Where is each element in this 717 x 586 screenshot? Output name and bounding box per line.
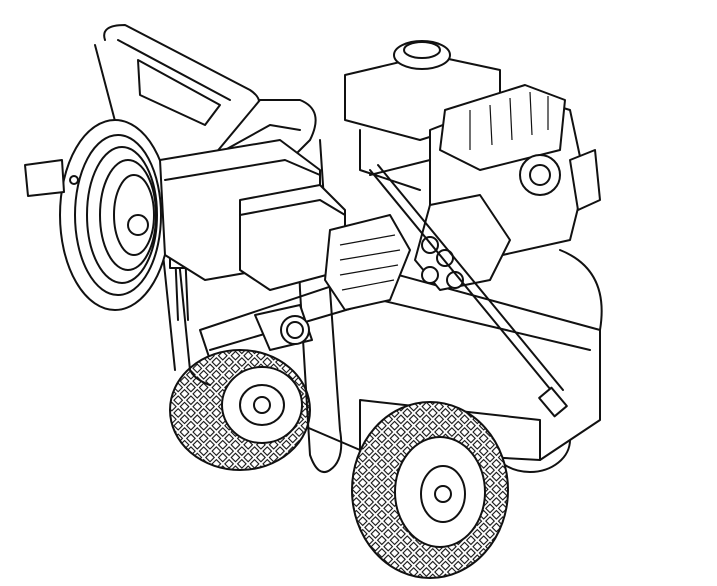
right-wheel	[351, 401, 509, 579]
hose-reel	[24, 119, 171, 311]
spray-wand[interactable]	[369, 164, 568, 418]
hub-icon	[253, 396, 271, 414]
muffler	[569, 149, 601, 211]
reel-crank-handle[interactable]	[24, 159, 65, 197]
left-wheel	[169, 349, 311, 471]
engine-crankcase	[414, 194, 511, 291]
recoil-starter[interactable]	[519, 154, 561, 196]
engine	[344, 40, 601, 291]
fuel-cap[interactable]	[393, 40, 451, 70]
handle-frame	[94, 24, 343, 474]
nozzle-tips	[421, 236, 464, 289]
hub-icon	[434, 485, 452, 503]
engine-shroud	[439, 84, 566, 171]
pump	[254, 214, 411, 351]
